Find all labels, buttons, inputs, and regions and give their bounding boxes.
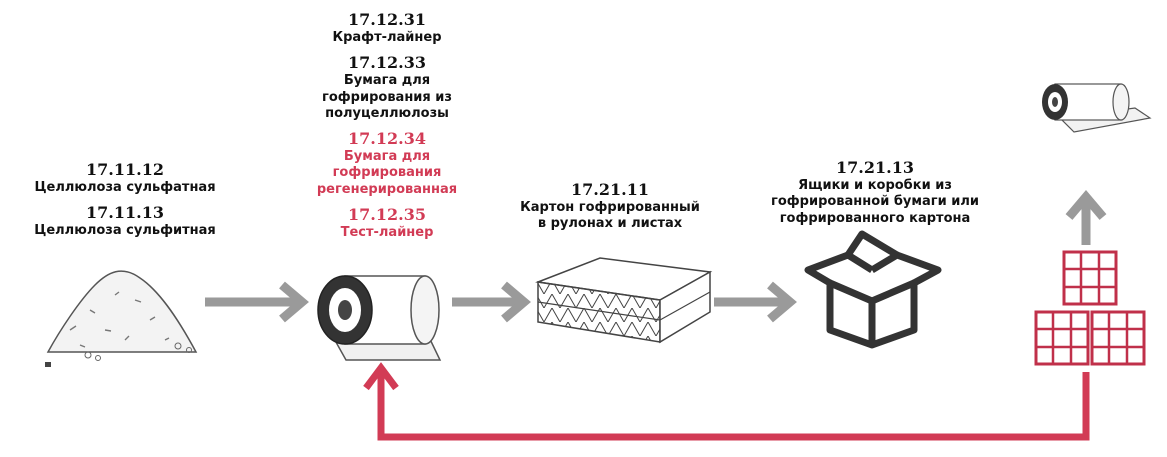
arrow-paper-to-board: [452, 281, 531, 323]
open-box-icon: [804, 230, 942, 349]
arrow-bales-to-roll: [1065, 190, 1107, 245]
boxes-labels: 17.21.13 Ящики и коробки из гофрированно…: [750, 158, 1000, 227]
waste-paper-bales-icon: [1034, 250, 1146, 366]
paper-code-2: 17.12.33: [348, 53, 426, 73]
pulp-code-2: 17.11.13: [86, 203, 164, 223]
paper-roll-icon: [317, 275, 442, 361]
recycling-loop-arrow: [363, 362, 1090, 441]
boxes-name: Ящики и коробки из гофрированной бумаги …: [771, 178, 979, 226]
pulp-name-1: Целлюлоза сульфатная: [34, 180, 216, 195]
paper-name-4: Тест-лайнер: [340, 224, 434, 240]
arrow-pulp-to-paper: [205, 281, 309, 323]
pulp-heap-icon: [45, 270, 198, 367]
board-name: Картон гофрированный в рулонах и листах: [520, 200, 700, 232]
arrow-board-to-boxes: [714, 281, 797, 323]
paper-labels: 17.12.31 Крафт-лайнер 17.12.33 Бумага дл…: [262, 10, 512, 241]
paper-code-1: 17.12.31: [348, 10, 426, 29]
paper-name-2: Бумага для гофрирования из полуцеллюлозы: [322, 73, 452, 121]
paper-name-3: Бумага для гофрирования регенерированная: [316, 149, 458, 197]
recycled-paper-roll-icon: [1042, 83, 1152, 133]
board-labels: 17.21.11 Картон гофрированный в рулонах …: [500, 180, 720, 233]
pulp-code-1: 17.11.12: [86, 160, 164, 179]
board-code: 17.21.11: [571, 180, 649, 199]
pulp-name-2: Целлюлоза сульфитная: [34, 223, 216, 239]
paper-code-3: 17.12.34: [348, 129, 426, 148]
corrugated-sheets-icon: [535, 257, 713, 344]
boxes-code: 17.21.13: [836, 158, 914, 177]
paper-code-4: 17.12.35: [348, 204, 426, 224]
pulp-labels: 17.11.12 Целлюлоза сульфатная 17.11.13 Ц…: [20, 160, 230, 240]
paper-name-1: Крафт-лайнер: [332, 30, 442, 45]
